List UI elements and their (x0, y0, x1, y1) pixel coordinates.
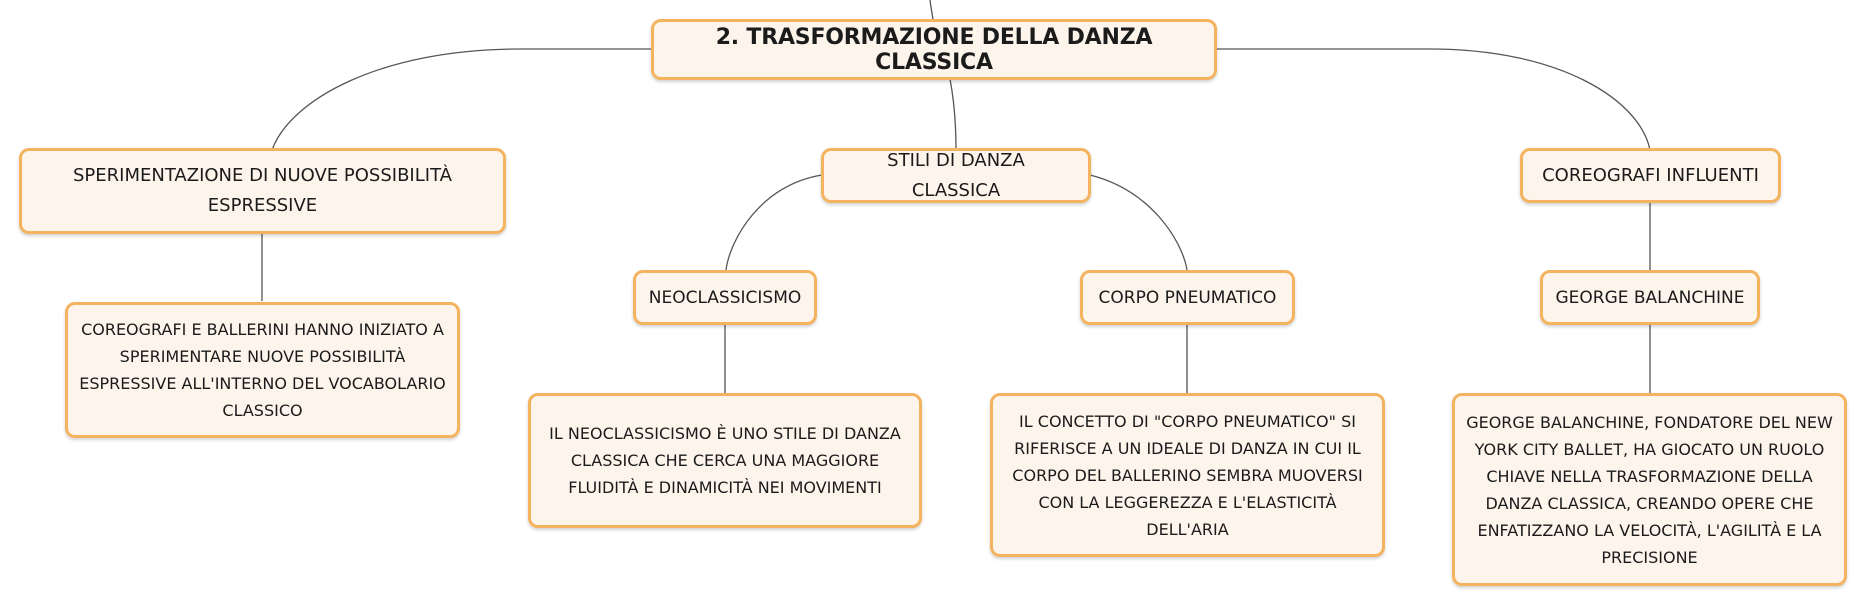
topic-stili-label: STILI DI DANZA CLASSICA (887, 149, 1025, 201)
topic-stili[interactable]: STILI DI DANZA CLASSICA (821, 148, 1091, 203)
detail-neoclassicismo[interactable]: IL NEOCLASSICISMO È UNO STILE DI DANZA C… (528, 393, 922, 528)
connector-root-to-sperimentazione (271, 48, 653, 151)
root-topic-label: 2. TRASFORMAZIONE DELLA DANZA CLASSICA (715, 24, 1153, 75)
detail-george-balanchine[interactable]: GEORGE BALANCHINE, FONDATORE DEL NEW YOR… (1452, 393, 1847, 586)
root-topic[interactable]: 2. TRASFORMAZIONE DELLA DANZA CLASSICA (651, 19, 1217, 80)
detail-george-balanchine-text: GEORGE BALANCHINE, FONDATORE DEL NEW YOR… (1466, 412, 1833, 567)
detail-coreografi-ballerini[interactable]: COREOGRAFI E BALLERINI HANNO INIZIATO A … (65, 302, 460, 438)
detail-coreografi-ballerini-text: COREOGRAFI E BALLERINI HANNO INIZIATO A … (79, 320, 446, 420)
topic-corpo-pneumatico-label: CORPO PNEUMATICO (1098, 287, 1277, 308)
detail-corpo-pneumatico-text: IL CONCETTO DI "CORPO PNEUMATICO" SI RIF… (1012, 411, 1363, 539)
connector-root-to-coreografi (1216, 48, 1651, 151)
topic-corpo-pneumatico[interactable]: CORPO PNEUMATICO (1080, 270, 1295, 325)
topic-neoclassicismo[interactable]: NEOCLASSICISMO (633, 270, 817, 325)
connector-root-top (929, 0, 934, 21)
topic-coreografi[interactable]: COREOGRAFI INFLUENTI (1520, 148, 1781, 203)
detail-neoclassicismo-text: IL NEOCLASSICISMO È UNO STILE DI DANZA C… (549, 424, 901, 497)
topic-george-balanchine-label: GEORGE BALANCHINE (1555, 287, 1745, 308)
topic-coreografi-label: COREOGRAFI INFLUENTI (1542, 164, 1759, 186)
connector-stili-to-neoclassicismo (725, 174, 823, 271)
detail-corpo-pneumatico[interactable]: IL CONCETTO DI "CORPO PNEUMATICO" SI RIF… (990, 393, 1385, 557)
topic-george-balanchine[interactable]: GEORGE BALANCHINE (1540, 270, 1760, 325)
connector-root-to-stili (949, 78, 957, 151)
topic-sperimentazione-label: SPERIMENTAZIONE DI NUOVE POSSIBILITÀ ESP… (73, 165, 452, 216)
topic-neoclassicismo-label: NEOCLASSICISMO (648, 287, 802, 308)
connector-stili-to-corpo-pneumatico (1089, 174, 1188, 271)
topic-sperimentazione[interactable]: SPERIMENTAZIONE DI NUOVE POSSIBILITÀ ESP… (19, 148, 506, 234)
